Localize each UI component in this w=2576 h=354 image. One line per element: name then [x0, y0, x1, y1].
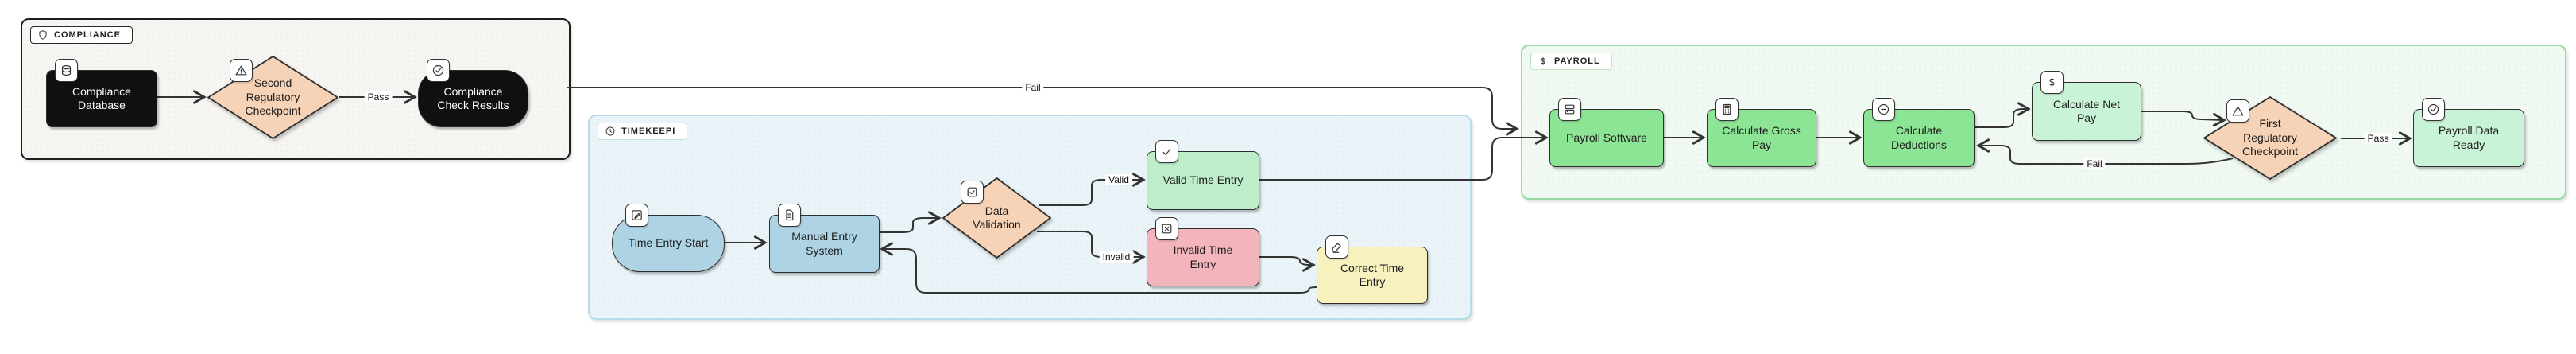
calculator-icon [1723, 103, 1731, 115]
shield-icon [39, 30, 47, 40]
edit-icon [632, 210, 642, 220]
node-invalid-time-entry: Invalid Time Entry [1147, 217, 1259, 286]
group-label-text: COMPLIANCE [54, 30, 121, 40]
node-label: Compliance Database [72, 84, 131, 112]
node-compliance-database: Compliance Database [46, 59, 157, 127]
node-label: Data Validation [973, 204, 1021, 231]
node-calculate-deductions: Calculate Deductions [1863, 98, 1975, 167]
node-label: Calculate Gross Pay [1722, 124, 1801, 151]
edge-label-compliance-fail-to-payroll: Fail [1022, 81, 1044, 94]
node-compliance-check-results: Compliance Check Results [418, 59, 528, 127]
node-label: Correct Time Entry [1340, 261, 1405, 289]
edge-label-first-checkpoint-to-ready: Pass [2364, 132, 2392, 145]
group-label-text: TIMEKEEPI [621, 126, 676, 136]
node-second-regulatory-checkpoint: Second Regulatory Checkpoint [207, 56, 338, 139]
server-icon [1565, 104, 1575, 115]
check-circle-icon [432, 64, 444, 76]
edge-first-checkpoint-fail-back [1976, 138, 2234, 165]
database-icon [61, 65, 72, 76]
edge-compliance-fail-to-payroll [567, 87, 1519, 136]
node-correct-time-entry: Correct Time Entry [1317, 235, 1428, 304]
edge-validation-to-invalid [1037, 231, 1146, 264]
node-badge [1325, 235, 1348, 259]
group-label-compliance: COMPLIANCE [30, 26, 133, 44]
edge-label-first-checkpoint-fail-back: Fail [2083, 158, 2106, 170]
node-label: First Regulatory Checkpoint [2241, 117, 2299, 158]
dollar-icon [2049, 77, 2055, 88]
node-label: Payroll Software [1566, 130, 1647, 144]
node-label: Time Entry Start [628, 236, 709, 250]
node-payroll-data-ready: Payroll Data Ready [2413, 98, 2524, 167]
edge-deductions-to-net-pay [1973, 102, 2031, 128]
edge-label-second-checkpoint-to-results: Pass [364, 91, 393, 103]
edge-correct-to-manual-entry [880, 242, 1317, 294]
node-badge [2422, 98, 2445, 121]
edge-label-validation-to-invalid: Invalid [1099, 251, 1134, 263]
edge-label-validation-to-valid: Valid [1105, 173, 1132, 186]
node-badge [778, 204, 801, 227]
alert-triangle-icon [2232, 106, 2244, 116]
check-square-icon [967, 187, 977, 197]
node-label: Calculate Net Pay [2052, 97, 2121, 125]
node-first-regulatory-checkpoint: First Regulatory Checkpoint [2203, 96, 2337, 180]
dollar-icon [1541, 57, 1545, 65]
node-badge [1155, 140, 1178, 163]
edge-invalid-to-correct [1258, 256, 1316, 272]
group-label-timekeeping: TIMEKEEPI [598, 123, 688, 140]
minus-circle-icon [1878, 103, 1889, 115]
node-calculate-net-pay: Calculate Net Pay [2032, 71, 2141, 141]
node-badge [1558, 98, 1581, 121]
edge-net-pay-to-first-checkpoint [2140, 111, 2226, 127]
node-badge [961, 181, 984, 204]
node-payroll-software: Payroll Software [1549, 98, 1664, 167]
node-badge [1155, 217, 1178, 240]
node-label: Compliance Check Results [437, 84, 509, 112]
check-circle-icon [2427, 103, 2439, 115]
alert-triangle-icon [235, 65, 247, 76]
node-label: Invalid Time Entry [1173, 243, 1233, 270]
node-label: Second Regulatory Checkpoint [245, 76, 301, 118]
pencil-icon [1332, 243, 1341, 253]
group-label-payroll: PAYROLL [1530, 53, 1612, 70]
node-badge [427, 59, 450, 82]
group-label-text: PAYROLL [1554, 56, 1600, 66]
node-label: Calculate Deductions [1890, 124, 1947, 151]
node-badge [2040, 71, 2064, 94]
node-data-validation: Data Validation [942, 177, 1051, 259]
node-time-entry-start: Time Entry Start [612, 204, 725, 272]
node-badge [625, 204, 648, 227]
edge-validation-to-valid [1039, 173, 1146, 206]
node-badge [2226, 99, 2249, 123]
node-badge [1872, 98, 1895, 121]
node-valid-time-entry: Valid Time Entry [1147, 140, 1259, 210]
node-label: Valid Time Entry [1162, 173, 1244, 187]
file-text-icon [786, 209, 794, 221]
node-badge [1715, 98, 1739, 121]
node-label: Manual Entry System [791, 230, 857, 257]
node-manual-entry-system: Manual Entry System [769, 204, 880, 273]
node-badge [55, 59, 78, 82]
node-label: Payroll Data Ready [2438, 124, 2500, 151]
edge-valid-entry-to-payroll-software [1258, 130, 1549, 181]
check-icon [1162, 149, 1171, 155]
node-calculate-gross-pay: Calculate Gross Pay [1707, 98, 1816, 167]
edge-manual-entry-to-validation [878, 211, 942, 233]
clock-icon [605, 126, 615, 136]
node-badge [230, 59, 253, 82]
x-square-icon [1162, 224, 1172, 234]
